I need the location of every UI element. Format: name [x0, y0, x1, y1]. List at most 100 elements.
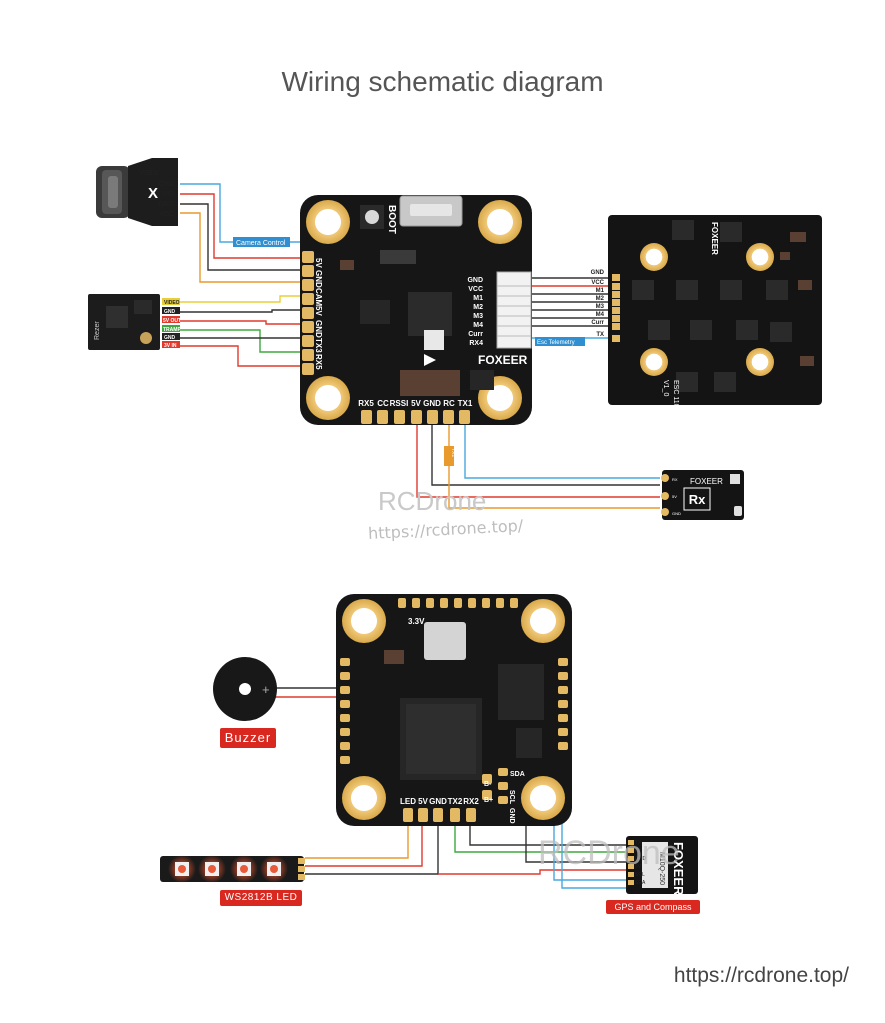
rx-pin-label: GND [672, 511, 681, 516]
vtx-pin-label: TRAMP [163, 327, 181, 333]
fc-left-pin-label: 5V [314, 258, 323, 268]
esc-pin-label: M2 [596, 296, 605, 302]
esc-version: V1_0 [662, 380, 669, 396]
fc-esc-pin-label: M4 [473, 322, 483, 329]
fc-bottom-pin-label: RX2 [463, 797, 479, 806]
fc-esc-pin-label: M3 [473, 313, 483, 320]
wire-vtx-3v [180, 345, 305, 367]
tx1-wire-tag: TX1 [444, 446, 456, 466]
vtx-pin-label: GND [164, 335, 176, 341]
wire-rx-5v [416, 420, 660, 498]
vtx-pin-label: VIDEO [164, 300, 180, 306]
receiver: FOXEER Rx RX 5V GND [661, 470, 744, 520]
watermark-brand: RCDrone [378, 486, 487, 516]
fc-right-pin-label: SDA [510, 771, 525, 778]
gps-pin-label: SCL [635, 872, 645, 878]
rx-pin-label: 5V [672, 494, 677, 499]
wire-cam-vid [180, 193, 305, 259]
wire-vtx-tramp [180, 329, 305, 353]
fc-bottom-pin-label: 5V [411, 399, 421, 408]
esc-pin-label: M4 [596, 312, 605, 318]
fc-right-pin-label: GND [508, 808, 515, 824]
fc-bottom-pin-label: GND [423, 399, 441, 408]
vtx-pin-label: 5V OUT [163, 318, 181, 324]
gps-model: M10Q-250 [658, 852, 665, 885]
gps-pin-label: GND [635, 856, 647, 862]
fc-bottom-voltage: 3.3V [408, 617, 425, 626]
fc-bottom-pin-label: TX2 [448, 797, 463, 806]
wire-cam-osd [180, 183, 234, 243]
camera-logo: X [148, 185, 158, 202]
camera: X VSEN OSD VID GND VCC [96, 158, 178, 226]
fc-bottom-pin-label: RX5 [358, 399, 374, 408]
fc-esc-pin-label: M2 [473, 304, 483, 311]
camera-pin-label: OSD [159, 181, 174, 188]
fc-left-pin-label: CAM [314, 288, 323, 307]
wire-gps-tx [454, 824, 628, 853]
gps-pin-label: 5V [635, 864, 642, 870]
esc-pin-label: Curr [591, 320, 604, 326]
wire-gps-rx [469, 824, 628, 846]
led-strip-label: WS2812B LED [220, 890, 302, 906]
fc-esc-pin-label: M1 [473, 295, 483, 302]
fc-bottom-pin-label: RC [443, 399, 455, 408]
fc-left-pin-label: TX3 [314, 338, 323, 353]
rx-wire-tag-label: TX1 [450, 448, 456, 457]
rx-brand: FOXEER [690, 477, 723, 486]
wire-gps-5v [438, 869, 628, 875]
boot-label: BOOT [386, 205, 397, 234]
buzzer: + [213, 657, 277, 721]
gps-pin-label: RX [635, 848, 643, 854]
esc-telemetry-tag: Esc Telemetry [535, 337, 585, 346]
fc-bottom-pin-label: GND [429, 797, 447, 806]
esc-pin-label: GND [591, 270, 605, 276]
esc-pin-label: VCC [591, 280, 604, 286]
wire-led-data [305, 824, 409, 859]
footer-url[interactable]: https://rcdrone.top/ [673, 964, 849, 987]
fc-left-pin-label: 5V [314, 306, 323, 316]
wire-cam-vcc [180, 212, 305, 283]
top-wires [180, 183, 660, 509]
fc-esc-pin-label: VCC [468, 286, 483, 293]
watermark-brand: RCDrone [538, 834, 680, 872]
fc-right-pin-label: SCL [508, 790, 515, 805]
flight-controller-bottom: 3.3V LED [336, 594, 572, 826]
vtx-name: Rezer [94, 321, 101, 340]
vtx-pin-label: GND [164, 309, 176, 315]
fc-esc-pin-label: Curr [468, 331, 483, 338]
fc-left-pin-label: RX5 [314, 354, 323, 370]
flight-controller-top: BOOT FOXEER 5V GND CAM 5 [300, 195, 532, 425]
wire-vtx-5v [180, 320, 305, 325]
vtx-module: Rezer VIDEO GND 5V OUT TRAMP GND 3V IN [88, 294, 181, 350]
fc-brand: FOXEER [478, 353, 528, 367]
fc-bottom-pin-label: TX1 [458, 399, 473, 408]
wire-rx-tx1 [464, 420, 660, 479]
page-title: Wiring schematic diagram [281, 66, 604, 97]
wire-vtx-video [180, 295, 305, 303]
camera-control-tag: Camera Control [233, 237, 290, 247]
buzzer-label: Buzzer [220, 728, 276, 748]
gps-label: GPS and Compass [606, 900, 700, 914]
gps-pin-label: TX [635, 840, 642, 846]
rx-pin-label: RX [672, 477, 678, 482]
camera-pin-label: VCC [159, 211, 174, 218]
gps-pin-label: SDA [635, 880, 646, 886]
fc-bottom-pin-label: 5V [418, 797, 428, 806]
fc-left-pin-label: GND [314, 320, 323, 338]
fc-bottom-pin-label: CC [377, 399, 389, 408]
camera-pin-label: VSEN [139, 170, 158, 177]
gps-module: TX RX GND 5V SCL SDA FOXEER M10Q-250 [626, 836, 698, 896]
esc-board: FOXEER V1_0 ESC 1103 GND VCC M1 M2 M3 M4… [591, 215, 822, 411]
esc-telemetry-label: Esc Telemetry [537, 340, 575, 346]
wire-vtx-gnd [180, 309, 305, 313]
buzzer-plus-label: + [262, 682, 270, 697]
fc-bottom-pin-label: RSSI [390, 399, 409, 408]
esc-pin-label: M3 [596, 304, 605, 310]
fc-esc-pin-label: GND [467, 277, 483, 284]
fc-right-pin-label: B+ [484, 797, 493, 804]
fc-esc-pin-label: RX4 [469, 340, 483, 347]
gps-brand: FOXEER [671, 842, 686, 896]
fc-bottom-pin-label: LED [400, 797, 416, 806]
wire-rx-gnd [431, 420, 660, 486]
